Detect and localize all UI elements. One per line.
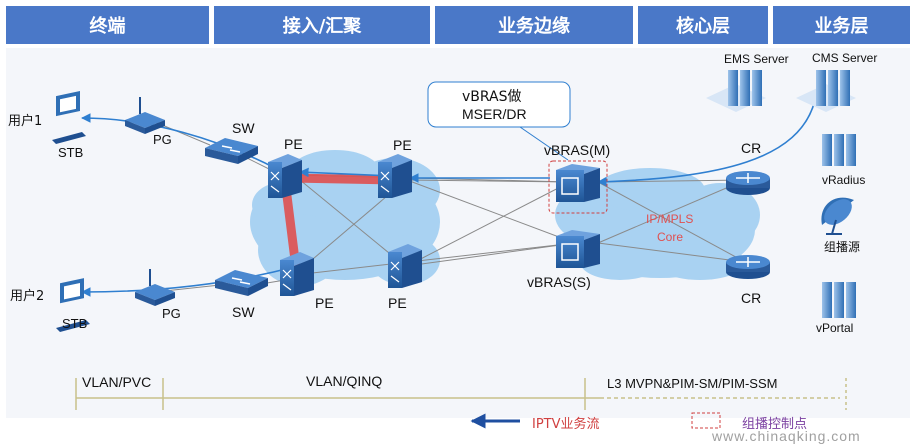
pg2-label: PG [162, 306, 181, 321]
segment-vlan-pvc: VLAN/PVC [82, 374, 152, 390]
ems-server-icon [706, 70, 766, 112]
cms-label: CMS Server [812, 51, 878, 65]
header-terminal: 终端 [6, 6, 209, 44]
sw2-label: SW [232, 304, 255, 320]
callout-line1: vBRAS做 [462, 89, 522, 105]
modem-icon [125, 97, 165, 134]
stb2-label: STB [62, 316, 88, 331]
segment-vlan-qinq: VLAN/QINQ [306, 373, 383, 389]
pe-router-icon [388, 244, 422, 288]
stb1-label: STB [58, 145, 84, 160]
modem-icon [135, 269, 175, 306]
pe3-label: PE [315, 295, 334, 311]
cms-server-icon [796, 70, 856, 112]
vradius-label: vRadius [822, 173, 866, 187]
multicast-control-box [548, 160, 608, 214]
core-label-1: IP/MPLS [646, 212, 694, 226]
pe-router-icon [378, 154, 412, 198]
pg1-label: PG [153, 132, 172, 147]
segment-ruler [75, 378, 847, 410]
tv-icon [56, 278, 90, 332]
header-service-edge: 业务边缘 [435, 6, 633, 44]
core-cloud [555, 168, 760, 280]
cr1-label: CR [741, 140, 762, 156]
watermark: www.chinaqking.com [712, 428, 861, 444]
legend-iptv-label: IPTV业务流 [532, 417, 600, 432]
vbras-m-label: vBRAS(M) [544, 142, 611, 158]
satellite-dish-icon [821, 197, 854, 235]
switch-icon [205, 138, 258, 164]
pe2-label: PE [393, 137, 412, 153]
legend-control-swatch [691, 412, 721, 429]
vbras-s-label: vBRAS(S) [527, 274, 591, 290]
header-core-layer: 核心层 [638, 6, 768, 44]
vbras-master-icon [556, 164, 600, 202]
segment-l3: L3 MVPN&PIM-SM/PIM-SSM [607, 376, 778, 391]
ems-label: EMS Server [724, 52, 789, 66]
header-service-layer: 业务层 [773, 6, 910, 44]
vportal-label: vPortal [816, 321, 854, 335]
pe-router-icon [268, 154, 302, 198]
legend-control-label: 组播控制点 [742, 417, 808, 432]
iptv-flows [81, 99, 816, 297]
pe-router-icon [280, 252, 314, 296]
cr-router-icon [726, 255, 770, 279]
user1-label: 用户1 [8, 114, 43, 129]
pe1-label: PE [284, 136, 303, 152]
cr-router-icon [726, 171, 770, 195]
header-access-aggregation: 接入/汇聚 [214, 6, 430, 44]
callout-line2: MSER/DR [462, 106, 527, 122]
callout-box [427, 81, 571, 128]
core-label-2: Core [657, 230, 684, 244]
multicast-source-label: 组播源 [824, 240, 861, 254]
user2-label: 用户2 [10, 289, 45, 304]
pe4-label: PE [388, 295, 407, 311]
vportal-server-icon [822, 282, 856, 318]
sw1-label: SW [232, 120, 255, 136]
tv-icon [52, 90, 86, 144]
vradius-server-icon [822, 134, 856, 166]
vbras-slave-icon [556, 230, 600, 268]
cr2-label: CR [741, 290, 762, 306]
switch-icon [215, 270, 268, 296]
